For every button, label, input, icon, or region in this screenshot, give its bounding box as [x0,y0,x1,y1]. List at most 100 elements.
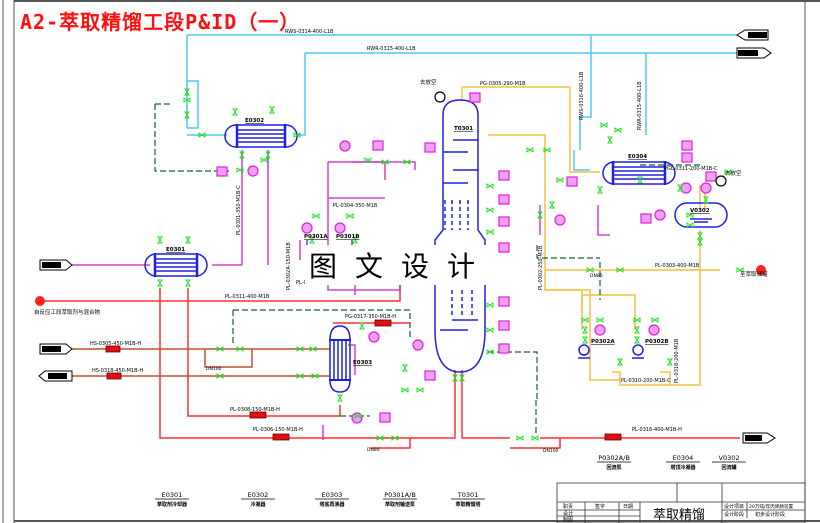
valve-icon[interactable] [607,136,613,144]
valve-icon[interactable] [637,176,643,184]
instrument-ai-col [424,370,436,381]
valve-icon[interactable] [183,97,191,103]
valve-icon[interactable] [157,236,163,244]
valve-icon[interactable] [157,279,163,287]
valve-icon[interactable] [312,213,320,219]
valve-icon[interactable] [486,327,494,333]
valve-icon[interactable] [311,373,319,379]
label-hs-top: HS-0305-450-M1B-H [90,341,141,347]
valve-icon[interactable] [596,317,604,323]
valve-icon[interactable] [634,336,640,344]
tag-e0302: E0302 [245,118,264,124]
drum-v0302[interactable] [674,202,728,228]
valve-icon[interactable] [265,151,271,159]
valve-icon[interactable] [376,435,384,441]
valve-icon[interactable] [236,167,244,173]
valve-icon[interactable] [736,267,744,273]
valve-icon[interactable] [416,387,424,393]
valve-icon[interactable] [537,211,543,219]
valve-icon[interactable] [184,111,190,119]
valve-icon[interactable] [296,373,304,379]
inlet-terminal-hs [39,343,73,355]
valve-icon[interactable] [352,236,358,244]
instrument-ti-4 [498,242,510,253]
valve-icon[interactable] [403,159,411,165]
note-dn80-reflux: DN80 [590,273,603,279]
instrument-pi-v0302 [705,171,717,182]
valve-icon[interactable] [526,147,534,153]
valve-icon[interactable] [651,317,659,323]
valve-icon[interactable] [543,147,551,153]
label-rwr-top: RWR-0315-400-L1B [367,46,416,52]
valve-icon[interactable] [486,302,494,308]
valve-icon[interactable] [617,358,623,366]
valve-icon[interactable] [309,346,317,352]
pump-p0302a[interactable] [578,344,590,359]
legend-name: 冷凝器 [250,501,266,508]
valve-icon[interactable] [614,127,622,133]
valve-icon[interactable] [452,374,458,382]
valve-icon[interactable] [337,394,343,402]
valve-icon[interactable] [402,364,408,372]
valve-icon[interactable] [354,413,362,419]
valve-icon[interactable] [667,358,673,366]
reboiler-e0303[interactable] [329,325,351,393]
valve-icon[interactable] [391,435,399,441]
valve-icon[interactable] [216,373,224,379]
valve-icon[interactable] [582,336,588,344]
valve-icon[interactable] [531,435,539,441]
valve-icon[interactable] [293,132,301,138]
column-t0301[interactable] [434,99,486,373]
instrument-pi-p0302b [648,324,660,336]
valve-icon[interactable] [616,267,624,273]
valve-icon[interactable] [586,267,594,273]
valve-icon[interactable] [309,236,315,244]
valve-icon[interactable] [364,157,372,163]
valve-icon[interactable] [486,207,494,213]
valve-icon[interactable] [236,346,244,352]
valve-icon[interactable] [269,106,275,114]
valve-icon[interactable] [516,435,524,441]
valve-icon[interactable] [185,236,191,244]
valve-icon[interactable] [184,88,190,96]
valve-icon[interactable] [486,229,494,235]
exchanger-e0302[interactable] [224,124,298,148]
valve-icon[interactable] [697,238,703,246]
valve-icon[interactable] [633,317,641,323]
legend-tag: E0302 [248,491,269,499]
valve-icon[interactable] [486,183,494,189]
instrument-ti-2 [498,194,510,205]
valve-icon[interactable] [600,122,608,128]
instrument-ti-5 [498,296,510,307]
pump-p0302b[interactable] [632,344,644,359]
exchanger-e0301[interactable] [144,253,208,277]
legend-tag: T0301 [457,491,479,499]
valve-icon[interactable] [686,222,694,228]
valve-icon[interactable] [381,159,389,165]
tb-stage-value: 初步设计阶段 [755,511,785,518]
valve-icon[interactable] [459,374,465,382]
tag-e0304: E0304 [628,154,647,160]
valve-icon[interactable] [346,213,354,219]
valve-icon[interactable] [581,317,589,323]
valve-icon[interactable] [232,108,238,116]
valve-icon[interactable] [401,387,409,393]
valve-icon[interactable] [486,349,494,355]
valve-icon[interactable] [556,177,564,183]
valve-icon[interactable] [359,322,365,330]
valve-icon[interactable] [597,186,603,194]
valve-icon[interactable] [185,279,191,287]
valve-icon[interactable] [296,346,304,352]
valve-icon[interactable] [239,151,245,159]
valve-icon[interactable] [582,326,588,334]
valve-icon[interactable] [549,201,555,209]
label-pl-0304: PL-0304-350-M1B [333,203,378,209]
valve-icon[interactable] [216,346,224,352]
label-pl-0308: PL-0308-150-M1B-H [230,407,280,413]
valve-icon[interactable] [724,169,732,175]
valve-icon[interactable] [198,132,206,138]
valve-icon[interactable] [634,326,640,334]
valve-icon[interactable] [677,184,683,192]
valve-icon[interactable] [686,212,694,218]
valve-icon[interactable] [703,196,709,204]
